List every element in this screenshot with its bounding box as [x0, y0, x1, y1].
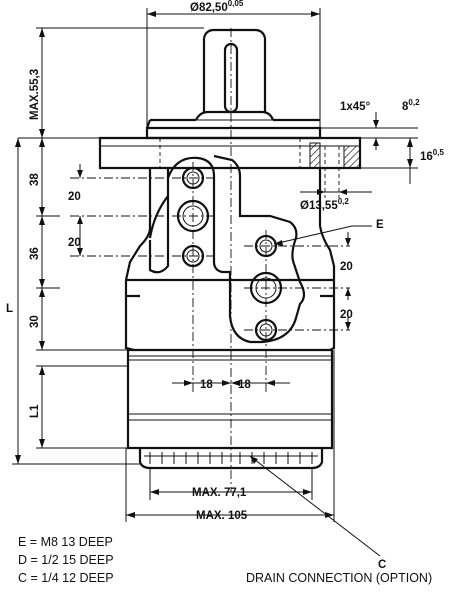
callout-e: E: [376, 219, 384, 231]
dimension-labels: Ø82,500,05 MAX.55,3 1x45° 80,2 160,5 Ø13…: [6, 0, 444, 585]
max-height-label: MAX.55,3: [29, 69, 41, 120]
side-30-label: 30: [29, 315, 41, 328]
body-diameter-label: Ø82,500,05: [190, 0, 244, 14]
offset-20-a-label: 20: [68, 191, 81, 203]
legend-e: E = M8 13 DEEP: [18, 535, 113, 549]
legend-c: C = 1/4 12 DEEP: [18, 571, 114, 585]
max-105-label: MAX. 105: [196, 510, 248, 522]
center-18-right-label: 18: [238, 379, 251, 391]
drain-connection-label: DRAIN CONNECTION (OPTION): [246, 571, 432, 585]
center-18-left-label: 18: [200, 379, 213, 391]
legend-d: D = 1/2 15 DEEP: [18, 553, 114, 567]
thread-legend: E = M8 13 DEEP D = 1/2 15 DEEP C = 1/4 1…: [18, 535, 114, 585]
offset-20-d-label: 20: [340, 309, 353, 321]
side-l-label: L: [6, 303, 13, 315]
side-36-label: 36: [29, 247, 41, 260]
side-38-label: 38: [29, 173, 41, 186]
callout-c: C: [378, 559, 386, 571]
chamfer-label: 1x45°: [340, 101, 371, 113]
dimension-lines: [12, 8, 418, 557]
hole-diameter-label: Ø13,550,2: [300, 197, 349, 212]
flange-thickness-label: 160,5: [420, 148, 444, 163]
flange-small-label: 80,2: [402, 98, 420, 113]
side-l1-label: L1: [29, 404, 41, 418]
offset-20-c-label: 20: [340, 261, 353, 273]
max-77-label: MAX. 77,1: [192, 487, 247, 499]
center-lines: [70, 28, 350, 492]
motor-outline: [98, 28, 362, 470]
offset-20-b-label: 20: [68, 237, 81, 249]
